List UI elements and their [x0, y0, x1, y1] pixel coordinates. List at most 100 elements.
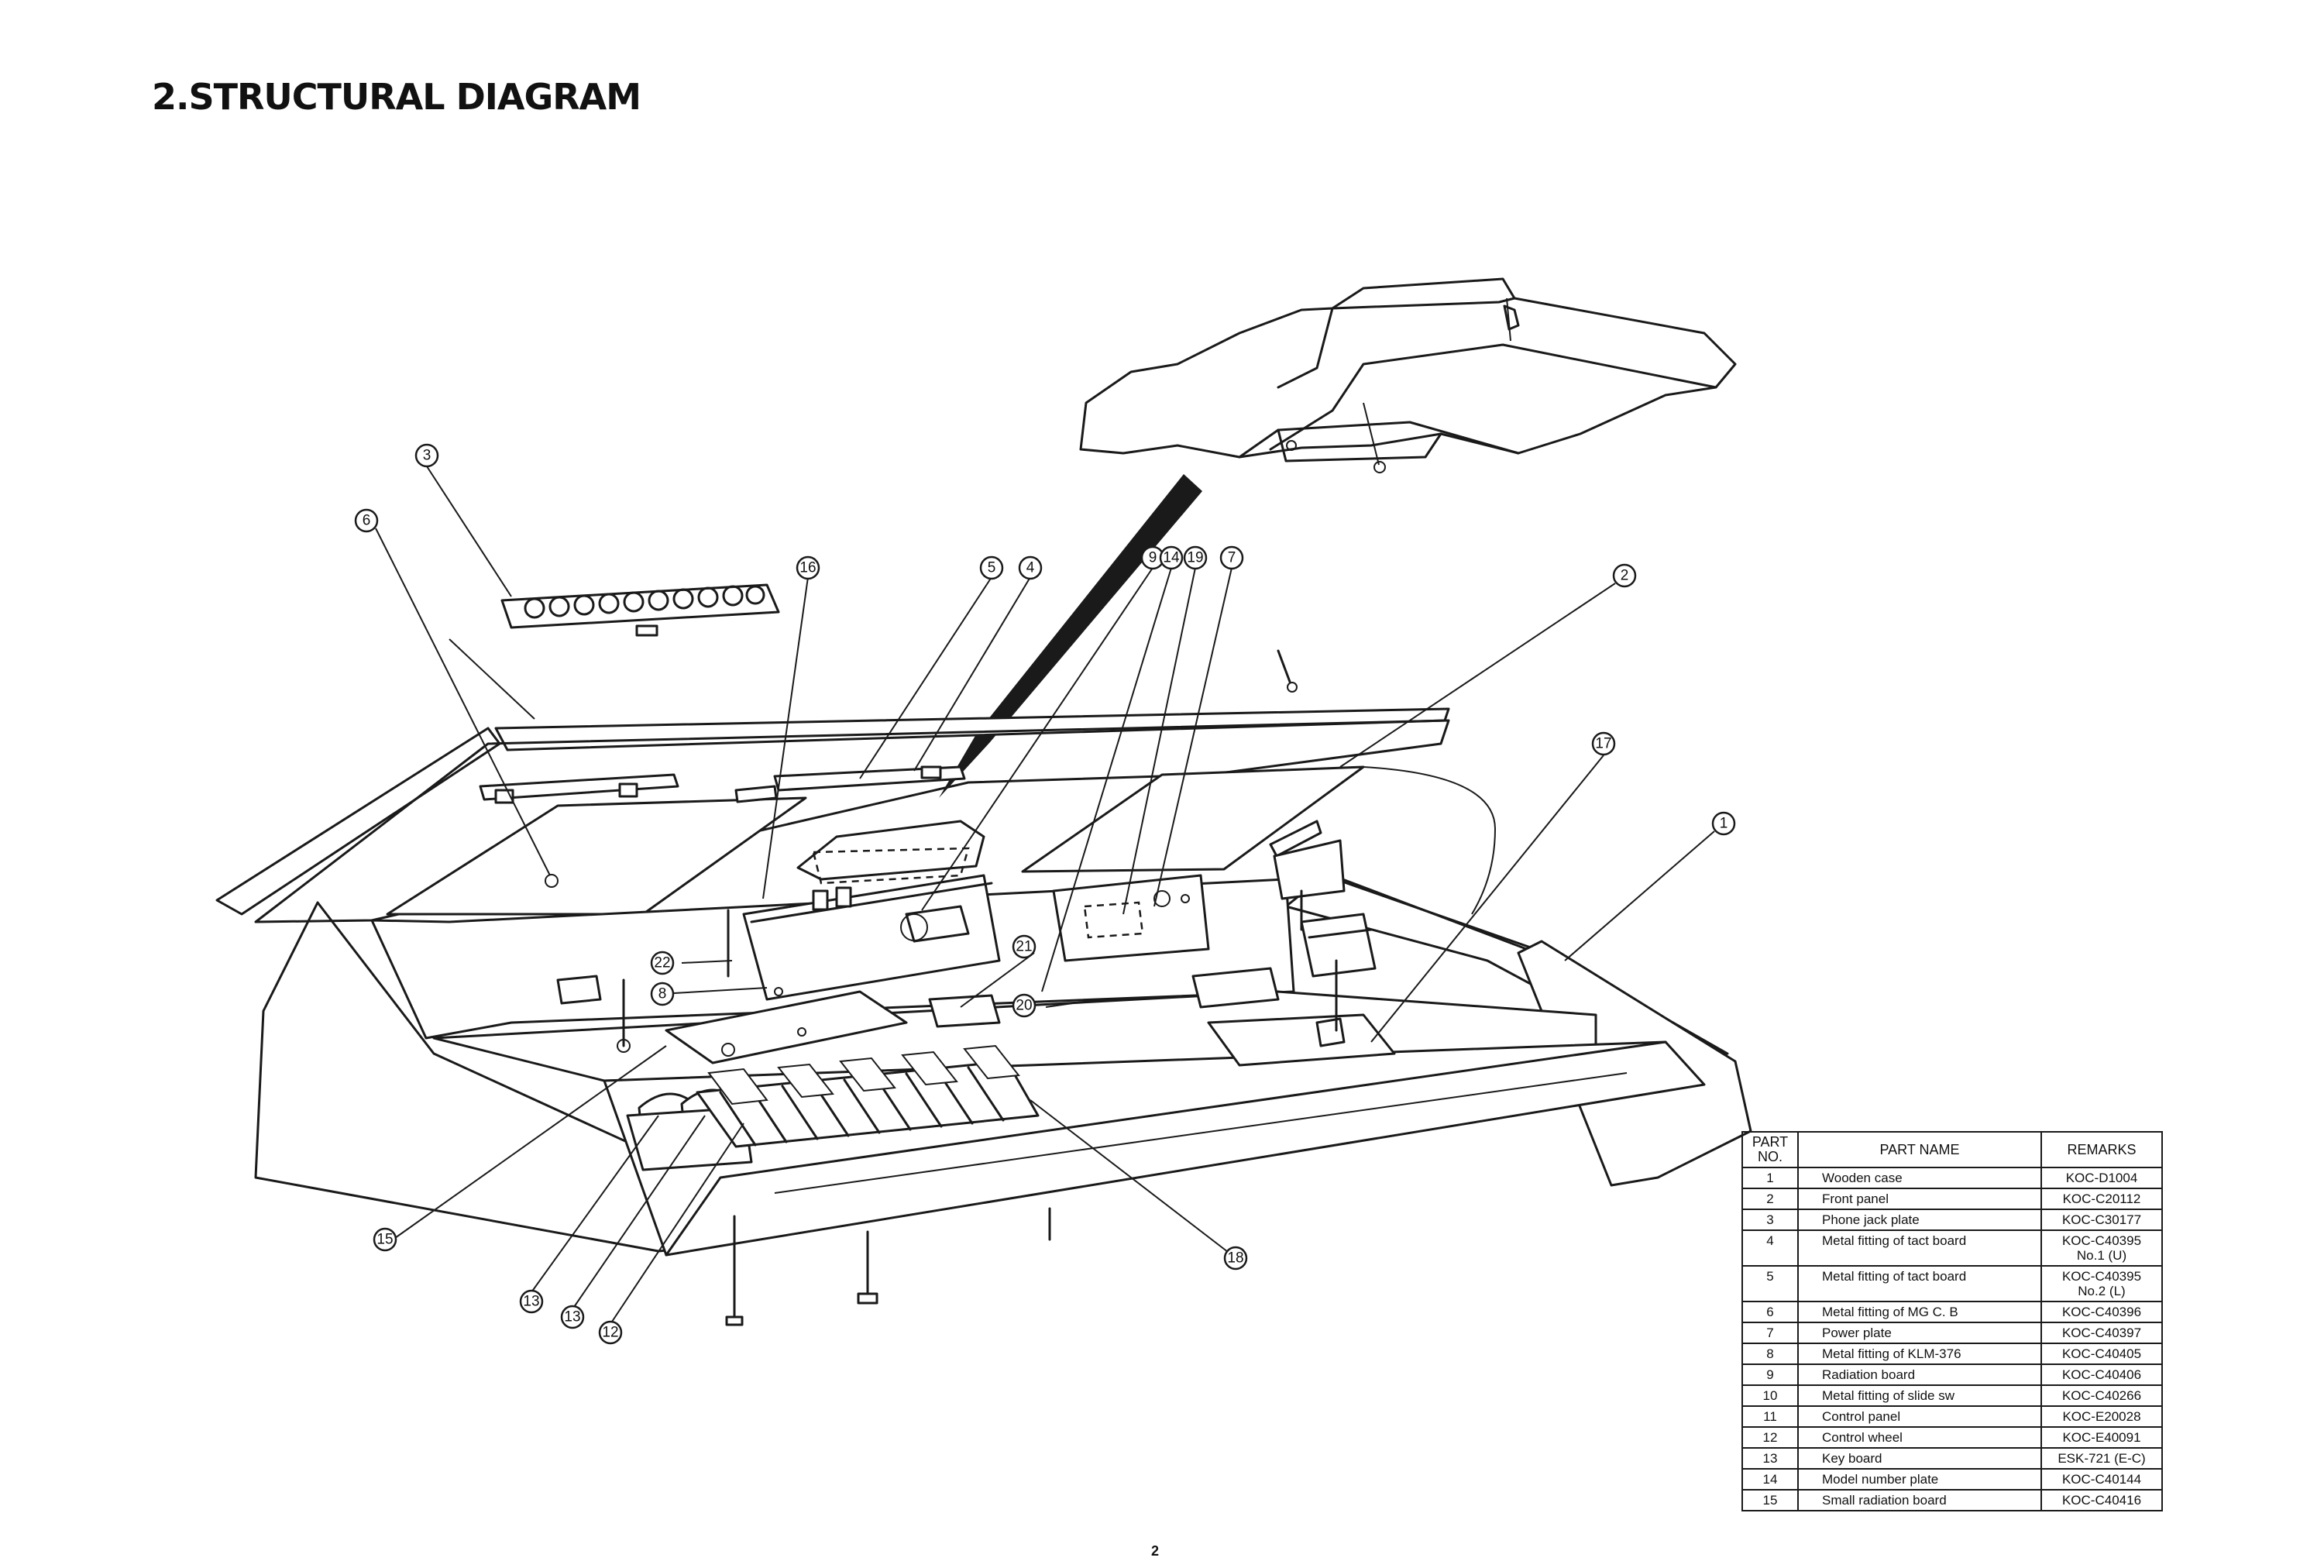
cell-name: Metal fitting of slide sw: [1797, 1384, 2042, 1407]
cell-no: 1: [1741, 1167, 1799, 1189]
wooden-case: [215, 707, 1752, 1257]
callout-3: 3: [414, 443, 439, 468]
callout-15: 15: [373, 1227, 397, 1252]
key-board: [696, 1044, 1040, 1148]
cell-no: 12: [1741, 1426, 1799, 1449]
callout-4: 4: [1018, 555, 1043, 580]
callout-6: 6: [354, 508, 379, 533]
phone-jack-plate: [500, 583, 780, 637]
cell-remarks: KOC-E40091: [2040, 1426, 2163, 1449]
cell-remarks: ESK-721 (E-C): [2040, 1447, 2163, 1470]
cell-remarks: KOC-C40266: [2040, 1384, 2163, 1407]
svg-text:6: 6: [363, 513, 371, 529]
cell-name: Metal fitting of MG C. B: [1797, 1301, 2042, 1323]
cell-remarks: KOC-C20112: [2040, 1188, 2163, 1210]
callout-17: 17: [1591, 731, 1616, 756]
cell-no: 14: [1741, 1468, 1799, 1491]
cell-no: 3: [1741, 1209, 1799, 1231]
svg-text:2: 2: [1621, 568, 1629, 584]
header-part-no: PART NO.: [1741, 1131, 1799, 1168]
callout-5: 5: [979, 555, 1004, 580]
callout-8: 8: [650, 982, 675, 1006]
cell-no: 5: [1741, 1265, 1799, 1302]
callout-7: 7: [1219, 545, 1244, 570]
cell-remarks: KOC-E20028: [2040, 1405, 2163, 1428]
callout-12: 12: [598, 1320, 623, 1345]
cell-no: 9: [1741, 1363, 1799, 1386]
power-plate: [1052, 874, 1210, 962]
svg-text:8: 8: [658, 986, 667, 1002]
lower-boards: [556, 975, 1001, 1064]
cell-no: 11: [1741, 1405, 1799, 1428]
cell-remarks: KOC-C40416: [2040, 1489, 2163, 1511]
svg-text:12: 12: [602, 1325, 618, 1341]
svg-text:14: 14: [1163, 550, 1180, 566]
cell-no: 2: [1741, 1188, 1799, 1210]
cell-name: Metal fitting of tact board: [1797, 1265, 2042, 1302]
callout-1: 1: [1711, 811, 1736, 836]
detail-view: [1079, 277, 1737, 473]
callout-21: 21: [1012, 934, 1037, 959]
cell-no: 6: [1741, 1301, 1799, 1323]
transformer: [1191, 820, 1396, 1067]
svg-text:22: 22: [654, 955, 670, 971]
cell-remarks: KOC-C40405: [2040, 1343, 2163, 1365]
leader-lines: [375, 466, 1715, 1325]
cell-name: Model number plate: [1797, 1468, 2042, 1491]
screws: [617, 649, 1338, 1326]
cell-no: 7: [1741, 1322, 1799, 1344]
cell-name: Metal fitting of tact board: [1797, 1229, 2042, 1267]
svg-text:16: 16: [799, 560, 816, 576]
callout-2: 2: [1612, 563, 1637, 588]
svg-text:19: 19: [1187, 550, 1203, 566]
callout-19: 19: [1183, 545, 1208, 570]
cell-remarks: KOC-C40396: [2040, 1301, 2163, 1323]
cell-name: Control panel: [1797, 1405, 2042, 1428]
svg-text:7: 7: [1228, 550, 1236, 566]
table-header-row: PART NO. PART NAME REMARKS: [1741, 1131, 2163, 1168]
header-part-name: PART NAME: [1797, 1131, 2042, 1168]
cell-name: Control wheel: [1797, 1426, 2042, 1449]
svg-text:4: 4: [1026, 560, 1035, 576]
svg-text:13: 13: [523, 1294, 539, 1310]
radiation-board: [742, 874, 1001, 1001]
cell-name: Small radiation board: [1797, 1489, 2042, 1511]
cell-name: Key board: [1797, 1447, 2042, 1470]
svg-text:15: 15: [376, 1232, 393, 1248]
svg-text:5: 5: [988, 560, 996, 576]
cell-remarks: KOC-C40395 No.2 (L): [2040, 1265, 2163, 1302]
cell-name: Wooden case: [1797, 1167, 2042, 1189]
header-remarks: REMARKS: [2040, 1131, 2163, 1168]
cell-no: 13: [1741, 1447, 1799, 1470]
cell-remarks: KOC-C30177: [2040, 1209, 2163, 1231]
svg-text:20: 20: [1016, 998, 1032, 1014]
svg-text:3: 3: [423, 448, 431, 464]
cell-remarks: KOC-C40144: [2040, 1468, 2163, 1491]
page-number: 2: [1151, 1543, 1160, 1559]
callout-18: 18: [1223, 1246, 1248, 1271]
callout-13b: 13: [560, 1305, 585, 1329]
page-title: 2.STRUCTURAL DIAGRAM: [152, 76, 641, 118]
svg-text:1: 1: [1720, 816, 1728, 832]
cell-name: Front panel: [1797, 1188, 2042, 1210]
svg-text:9: 9: [1149, 550, 1157, 566]
svg-text:21: 21: [1016, 939, 1032, 955]
cell-name: Radiation board: [1797, 1363, 2042, 1386]
cell-remarks: KOC-C40397: [2040, 1322, 2163, 1344]
cell-no: 10: [1741, 1384, 1799, 1407]
callout-13a: 13: [519, 1289, 544, 1314]
